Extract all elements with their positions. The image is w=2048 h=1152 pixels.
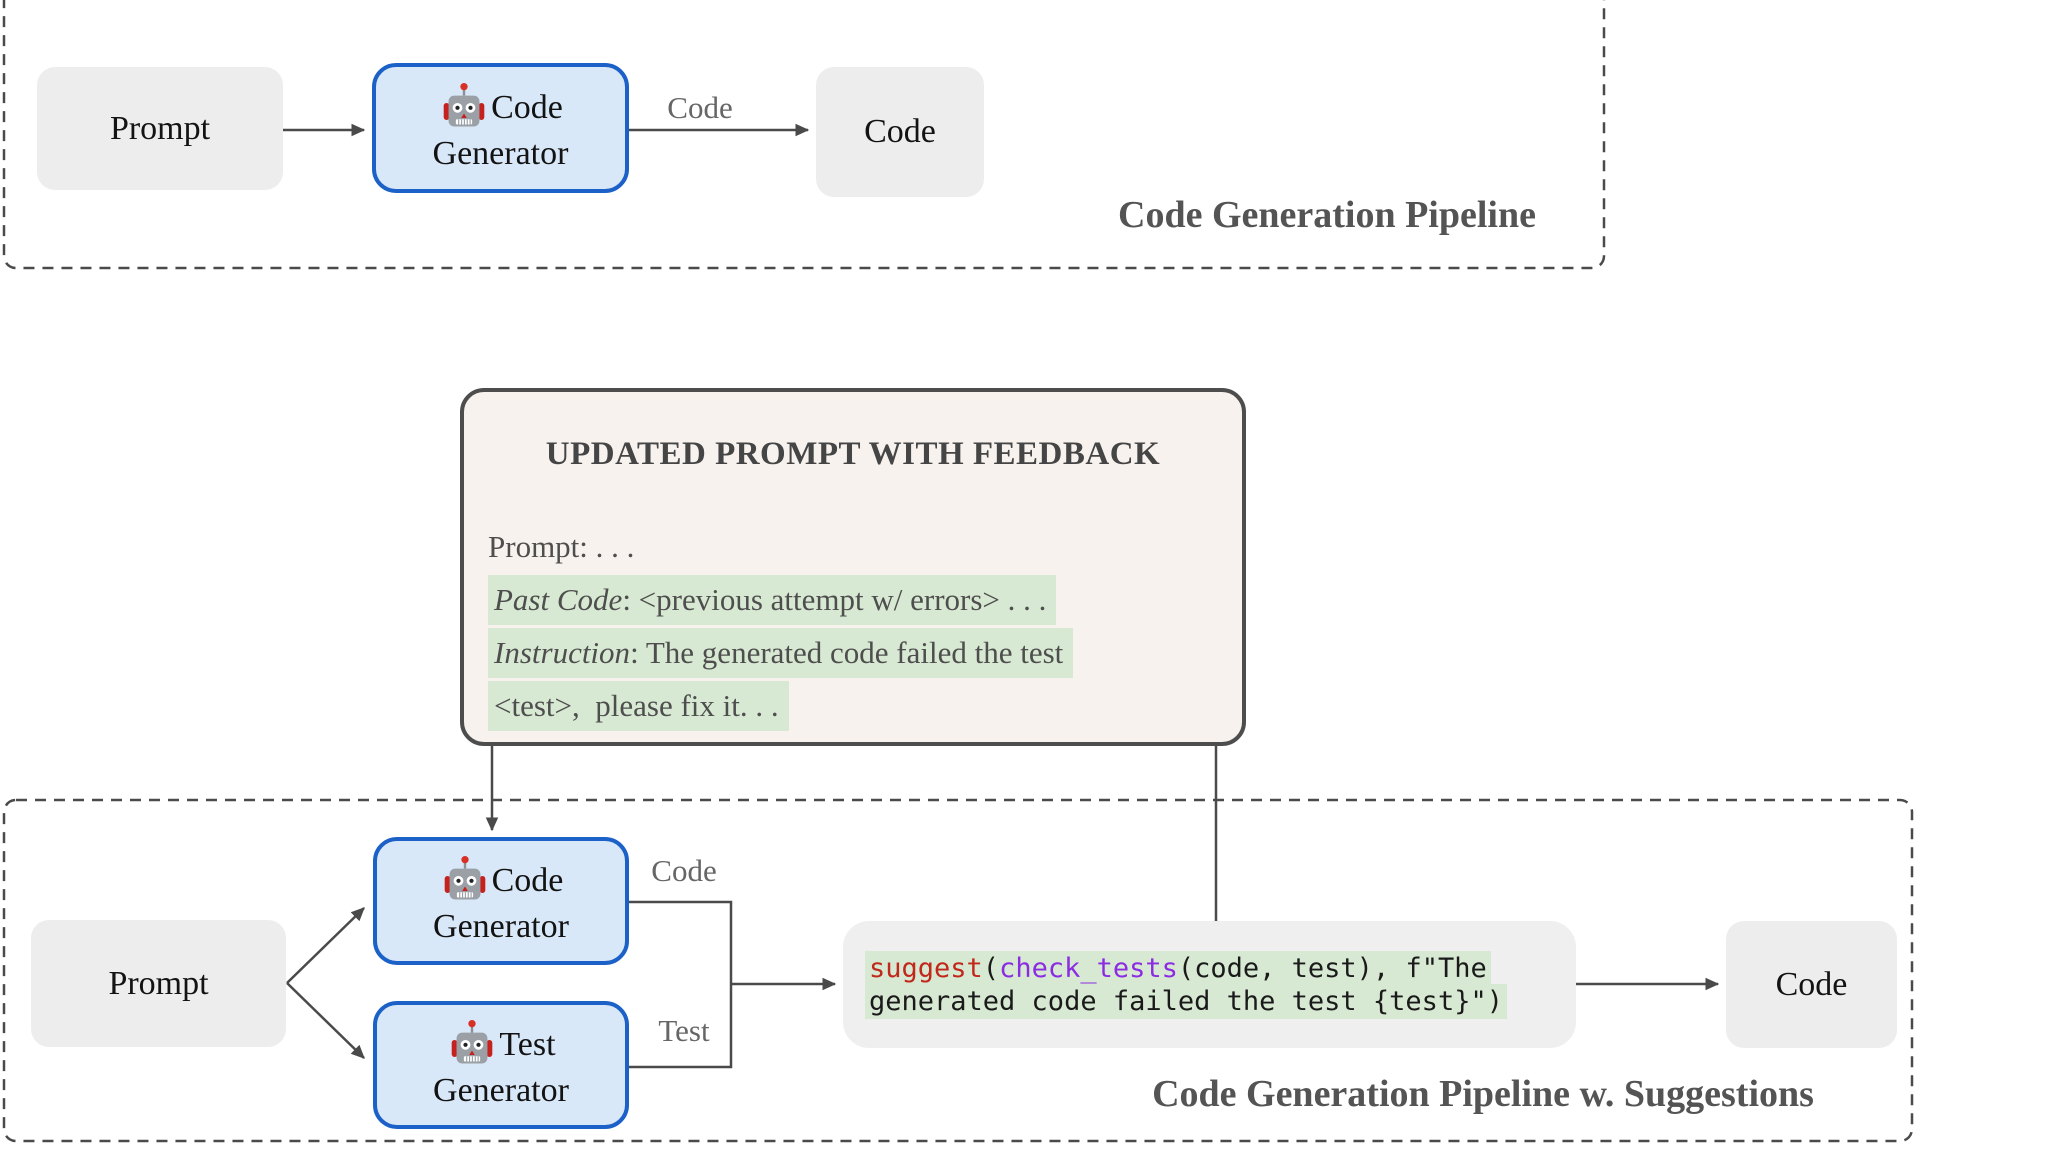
bottom-test-generator-label-line1: Test [499, 1025, 556, 1063]
suggest-token-paren: ( [982, 952, 1000, 984]
top-pipeline-frame [2, 0, 1606, 270]
feedback-line-test: <test>, please fix it. . . [488, 679, 1222, 732]
bottom-code-label: Code [1775, 965, 1848, 1003]
top-prompt-label: Prompt [109, 109, 211, 147]
suggest-code-line1: suggest(check_tests(code, test), f"The [865, 950, 1576, 986]
suggest-call-node: suggest(check_tests(code, test), f"The g… [843, 921, 1576, 1048]
suggest-token-line2: generated code failed the test {test}") [869, 985, 1503, 1017]
bottom-test-generator-label-line2: Generator [433, 1072, 569, 1110]
top-prompt-node: Prompt [37, 67, 283, 190]
suggest-code-line2: generated code failed the test {test}") [865, 983, 1576, 1019]
robot-icon [443, 83, 485, 127]
feedback-line2-text: : <previous attempt w/ errors> . . . [622, 581, 1047, 617]
suggest-token-fn: suggest [869, 952, 983, 984]
feedback-title: UPDATED PROMPT WITH FEEDBACK [545, 436, 1161, 472]
top-code-generator-label-line2: Generator [432, 135, 569, 173]
robot-icon [452, 1020, 493, 1064]
bottom-pipeline-frame [2, 798, 1914, 1143]
bottom-test-generator-node: Test Generator [373, 1001, 629, 1129]
feedback-line1-text: Prompt: . . . [488, 528, 635, 564]
feedback-line2-label: Past Code [494, 581, 623, 617]
top-edge-label-code: Code [667, 90, 733, 125]
suggest-token-inner-fn: check_tests [999, 952, 1178, 984]
feedback-line-prompt: Prompt: . . . [488, 520, 1222, 573]
bottom-prompt-label: Prompt [108, 964, 209, 1002]
edge-prompt-to-test-generator [286, 982, 365, 1059]
top-code-generator-label-line1: Code [491, 88, 563, 126]
robot-icon [444, 856, 485, 900]
feedback-line3-text: : The generated code failed the test [630, 634, 1064, 670]
bottom-code-generator-label-line1: Code [491, 861, 564, 899]
bottom-prompt-node: Prompt [31, 920, 286, 1047]
updated-prompt-feedback-box: UPDATED PROMPT WITH FEEDBACK Prompt: . .… [460, 388, 1246, 746]
top-code-label: Code [864, 113, 936, 150]
feedback-line3-label: Instruction [494, 634, 631, 670]
feedback-body: Prompt: . . . Past Code: <previous attem… [488, 520, 1222, 732]
top-code-node: Code [816, 67, 984, 197]
bottom-edge-label-code: Code [651, 853, 717, 888]
bottom-edge-label-test: Test [658, 1013, 710, 1048]
bottom-code-node: Code [1726, 921, 1897, 1048]
top-code-generator-node: Code Generator [372, 63, 629, 193]
bottom-pipeline-title: Code Generation Pipeline w. Suggestions [1152, 1073, 1814, 1115]
feedback-line4-text: <test>, please fix it. . . [494, 687, 779, 723]
suggest-token-args: (code, test), f"The [1177, 952, 1487, 984]
bottom-code-generator-node: Code Generator [373, 837, 629, 965]
feedback-line-instruction: Instruction: The generated code failed t… [488, 626, 1222, 679]
bottom-code-generator-label-line2: Generator [433, 908, 569, 946]
top-pipeline-title: Code Generation Pipeline [1118, 194, 1536, 236]
edge-prompt-to-code-generator [286, 907, 365, 984]
feedback-line-past-code: Past Code: <previous attempt w/ errors> … [488, 573, 1222, 626]
